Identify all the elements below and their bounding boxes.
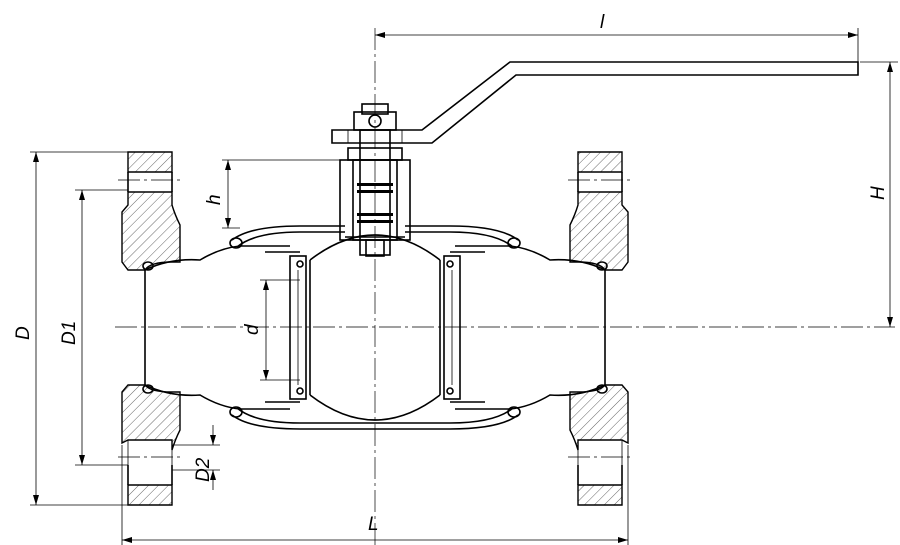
dim-label-l: l	[600, 12, 605, 33]
dim-label-h: h	[204, 194, 225, 205]
dim-label-L: L	[368, 514, 379, 535]
centerlines	[115, 28, 895, 545]
valve-body	[142, 225, 608, 430]
dim-label-D2: D2	[193, 457, 214, 482]
dim-label-D: D	[13, 326, 34, 340]
dim-label-d: d	[242, 323, 263, 335]
handle	[331, 61, 859, 144]
right-flange	[569, 151, 629, 506]
dimensions: l H h D D1 d D2 L	[13, 12, 898, 545]
dim-label-D1: D1	[59, 321, 80, 345]
dim-label-H: H	[868, 186, 889, 200]
left-flange	[121, 151, 181, 506]
ball-and-seats	[289, 234, 461, 421]
